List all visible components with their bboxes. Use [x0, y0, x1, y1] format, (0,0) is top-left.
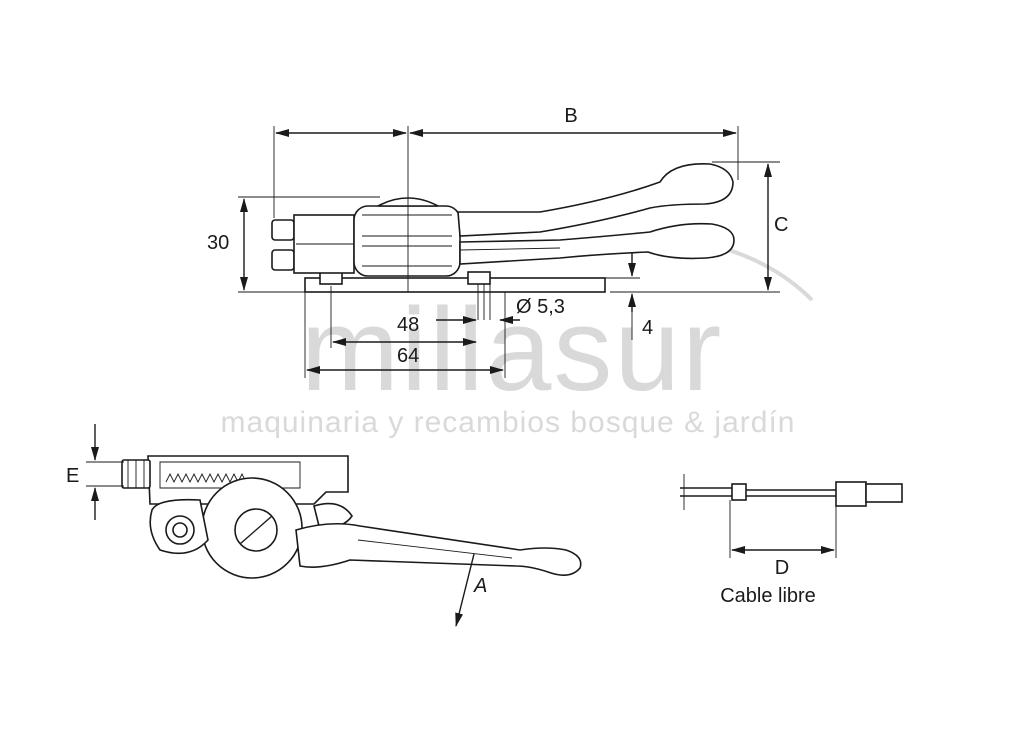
dim-30: 30 — [207, 196, 380, 293]
lever-upper — [457, 163, 734, 237]
label-64: 64 — [397, 345, 419, 367]
top-view-lever — [271, 163, 735, 320]
cable-detail: D Cable libre — [680, 474, 903, 607]
label-30: 30 — [207, 232, 229, 254]
cable-adjuster-lower — [271, 249, 295, 271]
mount-stud-right — [467, 271, 491, 285]
label-a: A — [473, 575, 487, 597]
watermark-tagline: maquinaria y recambios bosque & jardín — [221, 406, 796, 439]
base-plate — [304, 277, 606, 293]
cable-caption: Cable libre — [720, 585, 816, 607]
hub-knurl — [362, 214, 452, 267]
dim-e: E — [66, 424, 124, 520]
label-hole-diameter: Ø 5,3 — [516, 296, 565, 318]
cable-ferrule — [835, 481, 867, 507]
cable-adjuster-upper — [271, 219, 295, 241]
watermark-brand: millasur — [301, 284, 724, 416]
dim-48-64: 48 64 — [304, 286, 520, 378]
cable-end-nipple — [731, 483, 747, 501]
spring — [165, 472, 247, 484]
side-view-lever: A — [121, 455, 582, 627]
label-4: 4 — [642, 317, 653, 339]
lever-lower — [459, 222, 735, 265]
label-e: E — [66, 465, 79, 487]
direction-arrow-a — [455, 553, 475, 627]
label-48: 48 — [397, 314, 419, 336]
label-c: C — [774, 214, 788, 236]
dim-c: C — [610, 161, 788, 293]
dim-hole: Ø 5,3 4 — [516, 252, 653, 340]
cable-sheath — [865, 483, 903, 503]
label-b: B — [564, 105, 577, 127]
lever-hub — [353, 205, 461, 277]
watermark: millasur maquinaria y recambios bosque &… — [221, 236, 814, 439]
mount-hole-inner — [172, 522, 188, 538]
dim-b: B — [273, 105, 739, 292]
label-d: D — [775, 557, 789, 579]
